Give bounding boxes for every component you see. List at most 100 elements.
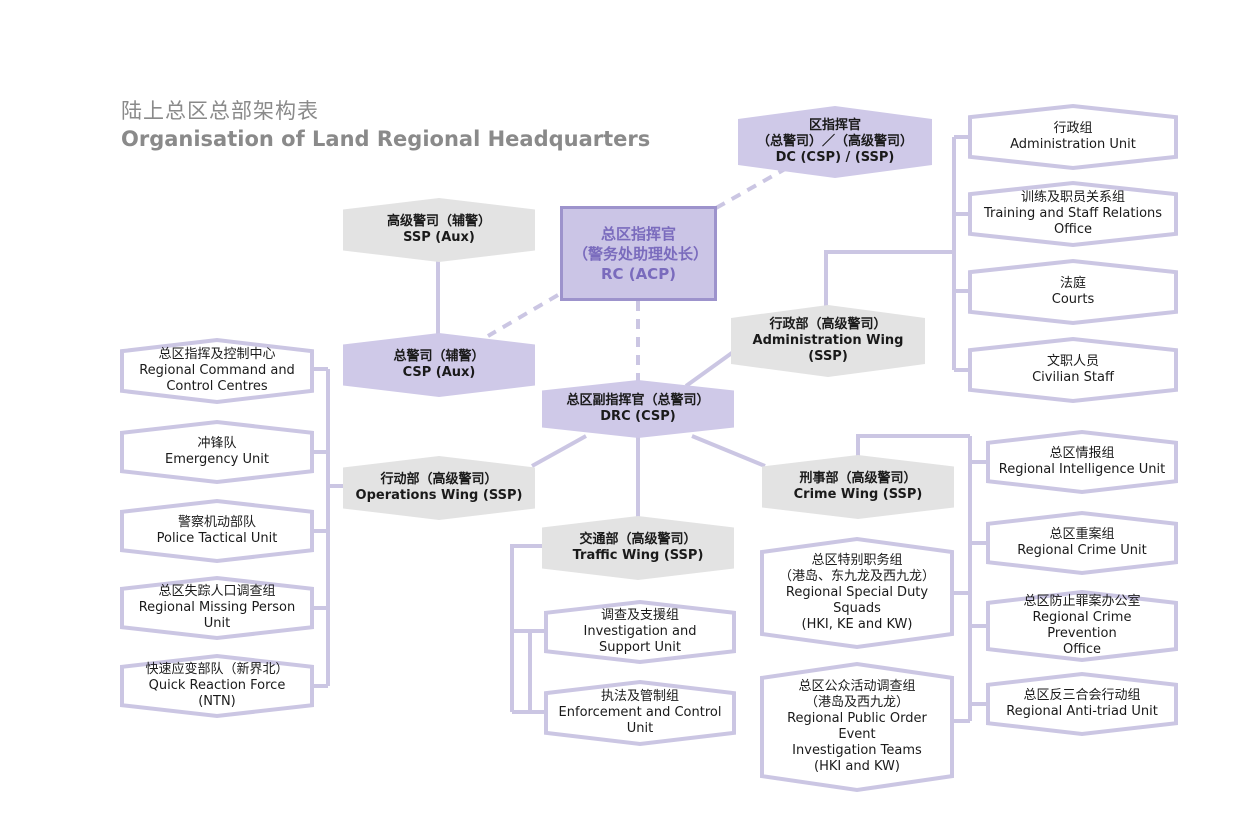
traffic-wing-en: Traffic Wing (SSP) xyxy=(572,548,704,563)
rcpo-en: Regional Crime Prevention xyxy=(1032,610,1132,641)
node-ptu: 警察机动部队 Police Tactical Unit xyxy=(122,501,312,561)
hexagon-outline xyxy=(122,656,312,716)
node-drc: 总区副指挥官（总警司） DRC (CSP) xyxy=(542,380,734,438)
ssp-aux-zh: 高级警司（辅警） xyxy=(386,214,491,229)
ecu-zh: 执法及管制组 xyxy=(600,689,679,704)
eu-zh: 冲锋队 xyxy=(197,436,237,451)
node-admin-unit: 行政组 Administration Unit xyxy=(970,106,1176,168)
dashed-rc-csp-aux xyxy=(486,293,560,338)
node-rmpu: 总区失踪人口调查组 Regional Missing Person Unit xyxy=(122,578,312,638)
ops-wing-en: Operations Wing (SSP) xyxy=(355,488,523,503)
rpoeit-en2: Investigation Teams xyxy=(792,743,922,758)
csp-aux-zh: 总警司（辅警） xyxy=(393,349,485,364)
training-zh: 训练及职员关系组 xyxy=(1020,190,1125,205)
civilian-zh: 文职人员 xyxy=(1046,354,1099,369)
rsds-en: Regional Special Duty Squads xyxy=(785,585,929,616)
rpoeit-zh2: （港岛及西九龙） xyxy=(804,695,909,710)
rmpu-zh: 总区失踪人口调查组 xyxy=(158,584,276,599)
hexagon-outline xyxy=(988,432,1176,492)
admin-unit-en: Administration Unit xyxy=(1010,137,1136,152)
node-rcpo: 总区防止罪案办公室 Regional Crime Prevention Offi… xyxy=(988,592,1176,660)
hexagon-shape xyxy=(762,455,954,519)
hexagon-outline xyxy=(970,339,1176,401)
node-training: 训练及职员关系组 Training and Staff Relations Of… xyxy=(970,183,1176,245)
rc-zh: 总区指挥官 xyxy=(600,224,676,243)
riu-en: Regional Intelligence Unit xyxy=(998,462,1166,477)
isu-en: Investigation and Support Unit xyxy=(583,624,697,655)
node-qrf: 快速应变部队（新界北） Quick Reaction Force (NTN) xyxy=(122,656,312,716)
crime-wing-en: Crime Wing (SSP) xyxy=(793,487,923,502)
rccc-zh: 总区指挥及控制中心 xyxy=(158,347,276,362)
rc-en: RC (ACP) xyxy=(600,264,677,283)
qrf-en: Quick Reaction Force (NTN) xyxy=(148,678,286,709)
ecu-en: Enforcement and Control Unit xyxy=(558,705,722,736)
hexagon-outline xyxy=(988,592,1176,660)
node-rc: 总区指挥官 （警务处助理处长） RC (ACP) xyxy=(560,206,717,301)
node-traffic-wing: 交通部（高级警司） Traffic Wing (SSP) xyxy=(542,516,734,580)
node-civilian: 文职人员 Civilian Staff xyxy=(970,339,1176,401)
hexagon-shape xyxy=(731,305,925,377)
rcu-zh: 总区重案组 xyxy=(1049,527,1115,542)
hexagon-outline xyxy=(988,674,1176,734)
hexagon-outline xyxy=(122,340,312,402)
node-eu: 冲锋队 Emergency Unit xyxy=(122,422,312,482)
line-drc-ops xyxy=(531,434,587,468)
civilian-en: Civilian Staff xyxy=(1032,370,1114,385)
admin-unit-zh: 行政组 xyxy=(1053,121,1093,136)
chart-title-en: Organisation of Land Regional Headquarte… xyxy=(121,127,651,151)
dc-zh2: （总警司）／（高级警司） xyxy=(756,134,913,149)
hexagon-outline xyxy=(122,501,312,561)
qrf-zh: 快速应变部队（新界北） xyxy=(145,662,289,677)
rpoeit-zh: 总区公众活动调查组 xyxy=(798,679,916,694)
rsds-zh2: （港岛、东九龙及西九龙） xyxy=(778,569,935,584)
ptu-en: Police Tactical Unit xyxy=(156,531,278,546)
rau-zh: 总区反三合会行动组 xyxy=(1023,688,1141,703)
rmpu-en: Regional Missing Person Unit xyxy=(138,600,296,631)
node-crime-wing: 刑事部（高级警司） Crime Wing (SSP) xyxy=(762,455,954,519)
hexagon-outline xyxy=(762,539,952,647)
rccc-en: Regional Command and xyxy=(139,363,295,378)
node-rccc: 总区指挥及控制中心 Regional Command and Control C… xyxy=(122,340,312,402)
rcpo-en2: Office xyxy=(1063,642,1101,657)
line-traffic-bracket xyxy=(510,544,544,712)
hexagon-outline xyxy=(970,261,1176,323)
node-rcu: 总区重案组 Regional Crime Unit xyxy=(988,513,1176,573)
courts-zh: 法庭 xyxy=(1059,276,1086,291)
rsds-en2: (HKI, KE and KW) xyxy=(801,617,913,632)
line-drc-admin xyxy=(684,348,738,388)
node-rsds: 总区特别职务组 （港岛、东九龙及西九龙） Regional Special Du… xyxy=(762,539,952,647)
line-crime-top xyxy=(856,434,970,458)
node-rau: 总区反三合会行动组 Regional Anti-triad Unit xyxy=(988,674,1176,734)
hexagon-outline xyxy=(970,106,1176,168)
ptu-zh: 警察机动部队 xyxy=(177,515,256,530)
hexagon-shape xyxy=(343,456,535,520)
dc-zh: 区指挥官 xyxy=(808,118,861,133)
hexagon-outline xyxy=(762,664,952,790)
node-courts: 法庭 Courts xyxy=(970,261,1176,323)
dashed-rc-dc xyxy=(715,167,786,210)
node-admin-wing: 行政部（高级警司） Administration Wing (SSP) xyxy=(731,305,925,377)
node-csp-aux: 总警司（辅警） CSP (Aux) xyxy=(343,333,535,397)
rau-en: Regional Anti-triad Unit xyxy=(1006,704,1158,719)
rsds-zh: 总区特别职务组 xyxy=(811,553,903,568)
hexagon-shape xyxy=(343,198,535,262)
chart-title: 陆上总区总部架构表 Organisation of Land Regional … xyxy=(121,95,650,151)
node-riu: 总区情报组 Regional Intelligence Unit xyxy=(988,432,1176,492)
drc-en: DRC (CSP) xyxy=(600,409,676,424)
node-dc: 区指挥官 （总警司）／（高级警司） DC (CSP) / (SSP) xyxy=(738,106,932,178)
riu-zh: 总区情报组 xyxy=(1049,446,1115,461)
csp-aux-en: CSP (Aux) xyxy=(402,365,476,380)
eu-en: Emergency Unit xyxy=(165,452,269,467)
hexagon-outline xyxy=(546,602,734,662)
admin-wing-zh: 行政部（高级警司） xyxy=(769,317,887,332)
training-en: Training and Staff Relations Office xyxy=(983,206,1163,237)
isu-zh: 调查及支援组 xyxy=(600,608,679,623)
line-admin-wing-bracket xyxy=(824,250,954,318)
courts-en: Courts xyxy=(1051,292,1095,307)
hexagon-shape xyxy=(738,106,932,178)
rcu-en: Regional Crime Unit xyxy=(1017,543,1147,558)
node-ecu: 执法及管制组 Enforcement and Control Unit xyxy=(546,682,734,744)
hexagon-outline xyxy=(122,578,312,638)
rc-zh2: （警务处助理处长） xyxy=(573,244,709,263)
